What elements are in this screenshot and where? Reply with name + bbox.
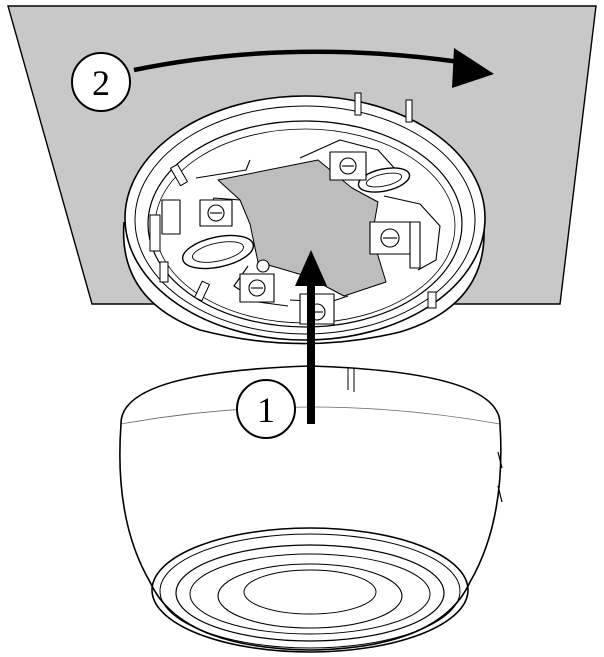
terminal-block	[239, 259, 275, 303]
terminal-block	[329, 151, 367, 181]
step-1-arrow	[295, 250, 327, 424]
terminal-block	[199, 199, 233, 227]
terminal-block	[369, 221, 421, 269]
step-2-number: 2	[92, 63, 110, 103]
sensor-chamber	[151, 527, 469, 653]
terminal-block	[299, 293, 335, 325]
step-1-marker: 1	[236, 379, 296, 439]
step-2-arrow	[133, 48, 494, 88]
mounting-base	[122, 92, 486, 345]
rim-tabs	[149, 92, 437, 309]
step-2-marker: 2	[71, 52, 131, 112]
step-1-number: 1	[257, 390, 275, 430]
detector-head	[119, 365, 503, 653]
terminal-block	[161, 199, 181, 235]
